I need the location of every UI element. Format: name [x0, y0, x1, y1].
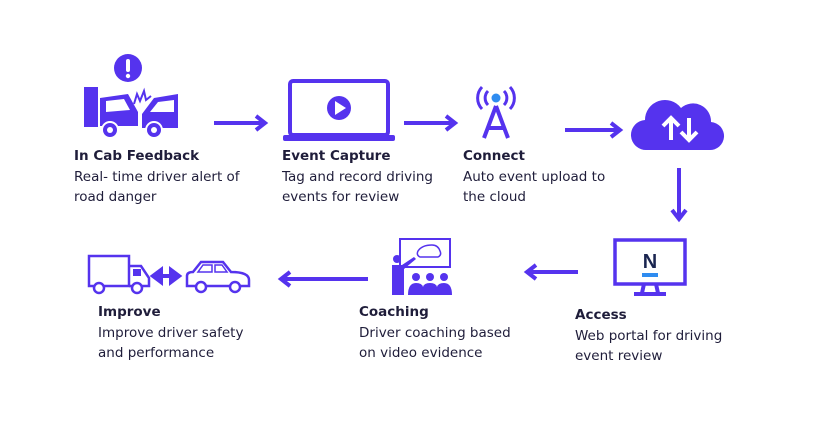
step-event-capture: Event Capture Tag and record driving eve… — [282, 146, 433, 208]
step-connect: Connect Auto event upload to the cloud — [463, 146, 605, 208]
step-description: Web portal for driving — [575, 327, 723, 344]
step-description: the cloud — [463, 189, 527, 205]
step-description: events for review — [282, 189, 400, 205]
step-title: In Cab Feedback — [74, 148, 200, 164]
laptop-play-icon — [283, 79, 395, 141]
step-coaching: Coaching Driver coaching based on video … — [359, 302, 511, 364]
step-description: on video evidence — [359, 345, 483, 361]
step-description: Driver coaching based — [359, 324, 511, 341]
truck-car-icon — [87, 254, 251, 295]
arrow-left-2 — [277, 270, 368, 288]
arrow-right-2 — [404, 114, 459, 132]
presentation-icon — [392, 238, 452, 295]
step-title: Connect — [463, 148, 526, 164]
step-description: and performance — [98, 345, 215, 361]
logo-letter: N — [643, 251, 657, 273]
step-title: Coaching — [359, 304, 429, 320]
arrow-down — [670, 168, 688, 223]
step-title: Improve — [98, 304, 161, 320]
arrow-right-3 — [565, 121, 624, 139]
arrow-right-1 — [214, 114, 269, 132]
step-description: Real- time driver alert of — [74, 168, 240, 185]
step-title: Event Capture — [282, 148, 391, 164]
cloud-sync-icon — [630, 100, 725, 151]
step-description: event review — [575, 348, 663, 364]
crash-alert-icon — [84, 54, 178, 139]
step-description: road danger — [74, 189, 157, 205]
step-description: Tag and record driving — [282, 168, 433, 185]
arrow-left-1 — [523, 263, 578, 281]
step-in-cab-feedback: In Cab Feedback Real- time driver alert … — [74, 146, 240, 208]
step-description: Auto event upload to — [463, 168, 606, 185]
signal-tower-icon — [476, 85, 516, 139]
step-access: Access Web portal for driving event revi… — [575, 305, 722, 367]
step-description: Improve driver safety — [98, 324, 244, 341]
monitor-logo-icon: N — [613, 238, 687, 296]
step-improve: Improve Improve driver safety and perfor… — [98, 302, 243, 364]
step-title: Access — [575, 307, 627, 323]
